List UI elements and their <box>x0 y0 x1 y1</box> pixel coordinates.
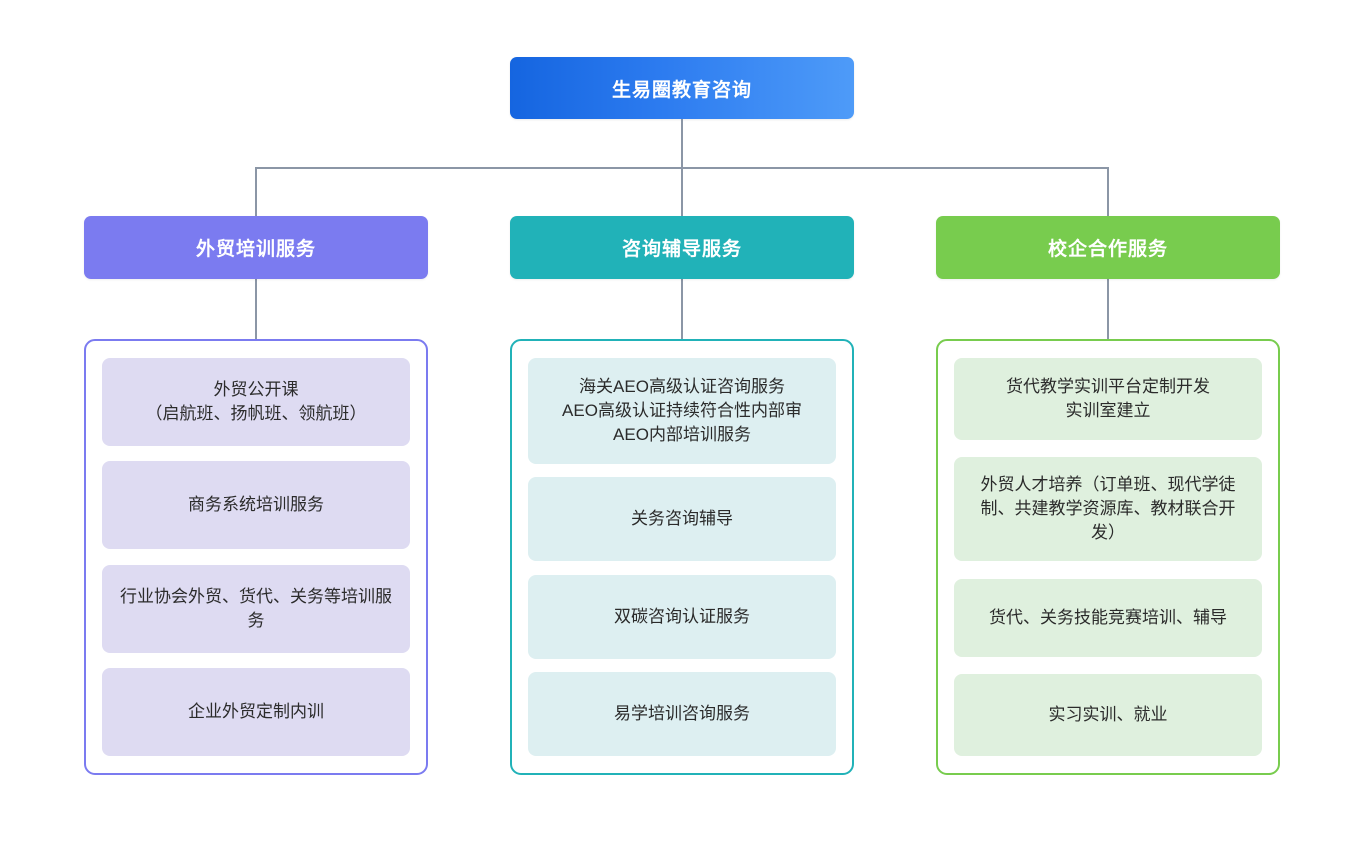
column-group-0: 外贸公开课 （启航班、扬帆班、领航班） 商务系统培训服务 行业协会外贸、货代、关… <box>84 339 428 775</box>
column-group-1: 海关AEO高级认证咨询服务 AEO高级认证持续符合性内部审 AEO内部培训服务 … <box>510 339 854 775</box>
column-header-0[interactable]: 外贸培训服务 <box>84 216 428 279</box>
column-header-label-2: 校企合作服务 <box>1047 239 1168 260</box>
connector-bus-to-header-0 <box>255 167 257 216</box>
column-header-label-0: 外贸培训服务 <box>195 239 316 260</box>
list-item[interactable]: 企业外贸定制内训 <box>102 667 410 756</box>
connector-header-to-group-1 <box>681 279 683 339</box>
connector-bus-to-header-1 <box>681 167 683 216</box>
column-header-1[interactable]: 咨询辅导服务 <box>510 216 854 279</box>
list-item[interactable]: 关务咨询辅导 <box>528 477 836 562</box>
connector-root-stem <box>681 119 683 167</box>
root-node-label: 生易圈教育咨询 <box>611 79 752 101</box>
column-header-label-1: 咨询辅导服务 <box>621 239 742 260</box>
list-item[interactable]: 易学培训咨询服务 <box>528 671 836 756</box>
list-item[interactable]: 实习实训、就业 <box>954 673 1262 756</box>
list-item[interactable]: 双碳咨询认证服务 <box>528 574 836 659</box>
root-node[interactable]: 生易圈教育咨询 <box>510 57 854 119</box>
list-item[interactable]: 外贸公开课 （启航班、扬帆班、领航班） <box>102 358 410 446</box>
list-item[interactable]: 行业协会外贸、货代、关务等培训服务 <box>102 564 410 653</box>
connector-header-to-group-2 <box>1107 279 1109 339</box>
column-header-2[interactable]: 校企合作服务 <box>936 216 1280 279</box>
list-item[interactable]: 货代、关务技能竞赛培训、辅导 <box>954 578 1262 657</box>
list-item[interactable]: 海关AEO高级认证咨询服务 AEO高级认证持续符合性内部审 AEO内部培训服务 <box>528 358 836 464</box>
connector-header-to-group-0 <box>255 279 257 339</box>
list-item[interactable]: 外贸人才培养（订单班、现代学徒制、共建教学资源库、教材联合开发） <box>954 457 1262 562</box>
list-item[interactable]: 商务系统培训服务 <box>102 461 410 550</box>
column-group-2: 货代教学实训平台定制开发 实训室建立 外贸人才培养（订单班、现代学徒制、共建教学… <box>936 339 1280 775</box>
list-item[interactable]: 货代教学实训平台定制开发 实训室建立 <box>954 358 1262 440</box>
connector-bus-to-header-2 <box>1107 167 1109 216</box>
